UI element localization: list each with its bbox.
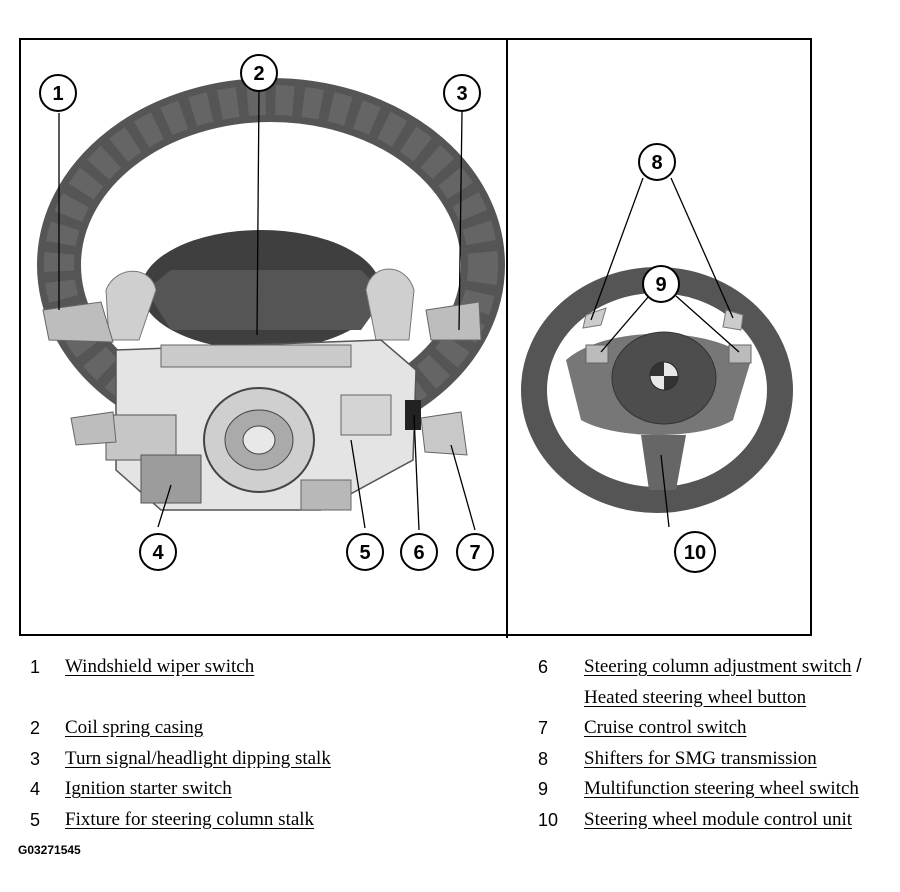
callout-10: 10 [684,542,706,564]
legend-label[interactable]: Steering wheel module control unit [584,808,853,830]
leader-lines-right [590,177,740,528]
legend-left: 1 Windshield wiper switch 2 Coil spring … [30,652,331,835]
legend-number: 4 [30,779,41,799]
callout-1: 1 [52,83,63,105]
callout-6: 6 [413,542,424,564]
legend-number: 5 [30,809,41,830]
legend-item: 7 Cruise control switch [538,713,862,744]
legend-label[interactable]: Coil spring casing [65,717,204,738]
legend-label[interactable]: Steering column adjustment switch [584,656,852,677]
legend-label[interactable]: Shifters for SMG transmission [584,747,817,769]
left-steering-wheel-illustration [37,78,505,511]
legend-label[interactable]: Ignition starter switch [65,778,232,799]
callout-9: 9 [655,274,666,296]
legend-item: 8 Shifters for SMG transmission [538,744,862,775]
callout-3: 3 [456,83,467,105]
callout-4: 4 [152,542,164,564]
legend-label[interactable]: Turn signal/headlight dipping stalk [65,747,331,769]
callout-5: 5 [359,542,370,564]
right-steering-wheel-illustration [521,267,793,513]
legend-number: 10 [538,809,559,830]
legend-number: 3 [30,748,41,769]
callout-circles [39,54,716,573]
legend-item: 3 Turn signal/headlight dipping stalk [30,744,331,775]
legend-item: 2 Coil spring casing [30,713,331,744]
callout-labels: 1 2 3 4 5 6 7 8 9 10 [52,63,706,564]
legend-item: 10 Steering wheel module control unit [538,805,862,836]
legend-number: 6 [538,657,549,677]
legend-number: 9 [538,779,549,799]
legend-item: 5 Fixture for steering column stalk [30,805,331,836]
legend-label-continued[interactable]: Heated steering wheel button [584,686,807,708]
legend-item: 1 Windshield wiper switch [30,652,331,683]
callout-2: 2 [253,63,264,85]
callout-8: 8 [651,152,662,174]
legend-item: 4 Ignition starter switch [30,774,331,805]
legend-label[interactable]: Fixture for steering column stalk [65,808,315,830]
leader-lines-left [58,91,476,531]
legend-label[interactable]: Cruise control switch [584,717,747,738]
legend-separator: / [856,656,862,677]
legend-number: 7 [538,718,549,738]
legend-label[interactable]: Multifunction steering wheel switch [584,778,859,799]
legend-number: 8 [538,748,549,769]
steering-diagram: 1 2 3 4 5 6 7 8 9 10 [37,40,793,638]
legend-right: 6 Steering column adjustment switch / He… [538,652,862,835]
legend-item: 6 Steering column adjustment switch / He… [538,652,862,713]
callout-7: 7 [469,542,480,564]
figure-id: G03271545 [18,843,81,857]
legend-item: 9 Multifunction steering wheel switch [538,774,862,805]
legend-number: 1 [30,657,41,677]
legend-number: 2 [30,718,41,738]
illustration-frame: 1 2 3 4 5 6 7 8 9 10 [19,38,812,638]
legend-label[interactable]: Windshield wiper switch [65,656,255,677]
